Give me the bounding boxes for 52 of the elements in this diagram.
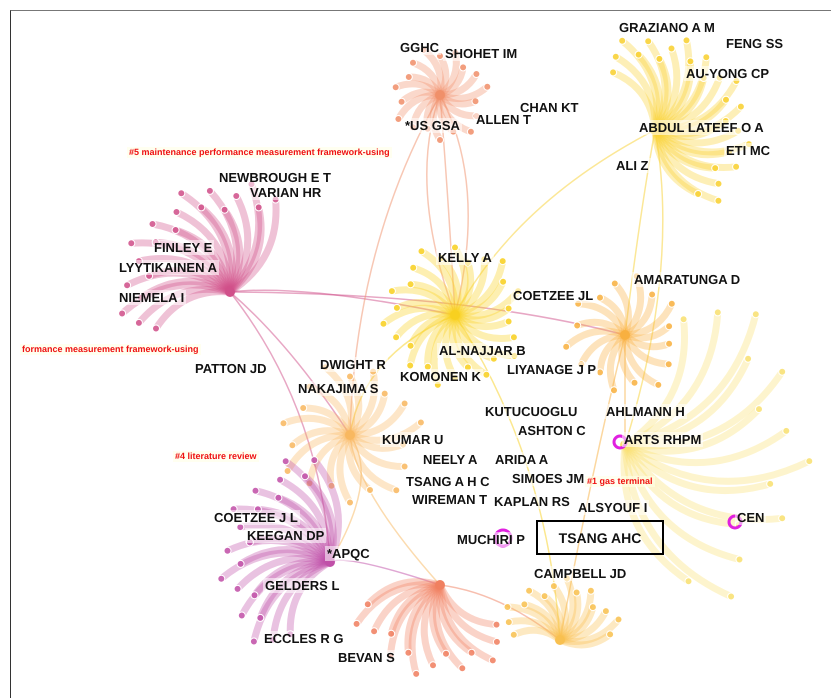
author-label: FENG SS — [724, 36, 786, 51]
author-label: ASHTON C — [516, 423, 588, 438]
author-label: KUTUCUOGLU — [483, 404, 580, 419]
author-label: VARIAN HR — [248, 185, 324, 200]
author-label: SHOHET IM — [443, 46, 520, 61]
author-label: AMARATUNGA D — [632, 272, 742, 287]
author-label: GGHC — [398, 40, 441, 55]
cluster-label: formance measurement framework-using — [20, 344, 201, 355]
author-label: ALSYOUF I — [576, 500, 650, 515]
cluster-label: #4 literature review — [173, 451, 259, 462]
author-label: GRAZIANO A M — [617, 20, 717, 35]
author-label: TSANG A H C — [404, 474, 492, 489]
author-label: AU-YONG CP — [684, 66, 772, 81]
author-label: FINLEY E — [152, 240, 214, 255]
author-label: NEELY A — [421, 452, 480, 467]
author-label: COETZEE J L — [212, 510, 300, 525]
author-label: MUCHIRI P — [455, 532, 527, 547]
author-label: ARTS RHPM — [622, 432, 704, 447]
author-label: AL-NAJJAR B — [437, 343, 528, 358]
author-label: LIYANAGE J P — [505, 362, 598, 377]
author-label: KOMONEN K — [398, 369, 483, 384]
author-label: *APQC — [325, 546, 372, 561]
author-label: ECCLES R G — [262, 631, 346, 646]
author-label: WIREMAN T — [410, 492, 490, 507]
author-label: *US GSA — [403, 118, 462, 133]
author-label: KELLY A — [436, 250, 494, 265]
cluster-label: #1 gas terminal — [585, 476, 655, 487]
author-label: ABDUL LATEEF O A — [637, 120, 766, 135]
author-label: CEN — [735, 510, 766, 525]
author-label: NEWBROUGH E T — [217, 170, 333, 185]
author-label: COETZEE JL — [511, 288, 596, 303]
author-label: ETI MC — [724, 143, 772, 158]
author-label: NAKAJIMA S — [296, 381, 380, 396]
author-label: KAPLAN RS — [492, 494, 572, 509]
author-label: KUMAR U — [380, 432, 446, 447]
author-label: SIMOES JM — [510, 471, 586, 486]
author-label: AHLMANN H — [604, 404, 687, 419]
author-label: CHAN KT — [518, 100, 580, 115]
author-label: ALI Z — [614, 158, 650, 173]
author-label: GELDERS L — [263, 578, 342, 593]
author-label: KEEGAN DP — [245, 528, 326, 543]
author-label: NIEMELA I — [117, 290, 186, 305]
highlight-box — [536, 520, 664, 555]
author-label: TSANG AHC — [558, 530, 642, 546]
author-label: PATTON JD — [193, 361, 269, 376]
author-label: CAMPBELL JD — [532, 566, 628, 581]
author-label: BEVAN S — [336, 650, 397, 665]
author-label: LYYTIKAINEN A — [117, 260, 219, 275]
author-label: ALLEN T — [474, 112, 533, 127]
author-label: DWIGHT R — [318, 357, 388, 372]
cluster-label: #5 maintenance performance measurement framework-using — [127, 147, 392, 158]
author-label: ARIDA A — [493, 452, 550, 467]
